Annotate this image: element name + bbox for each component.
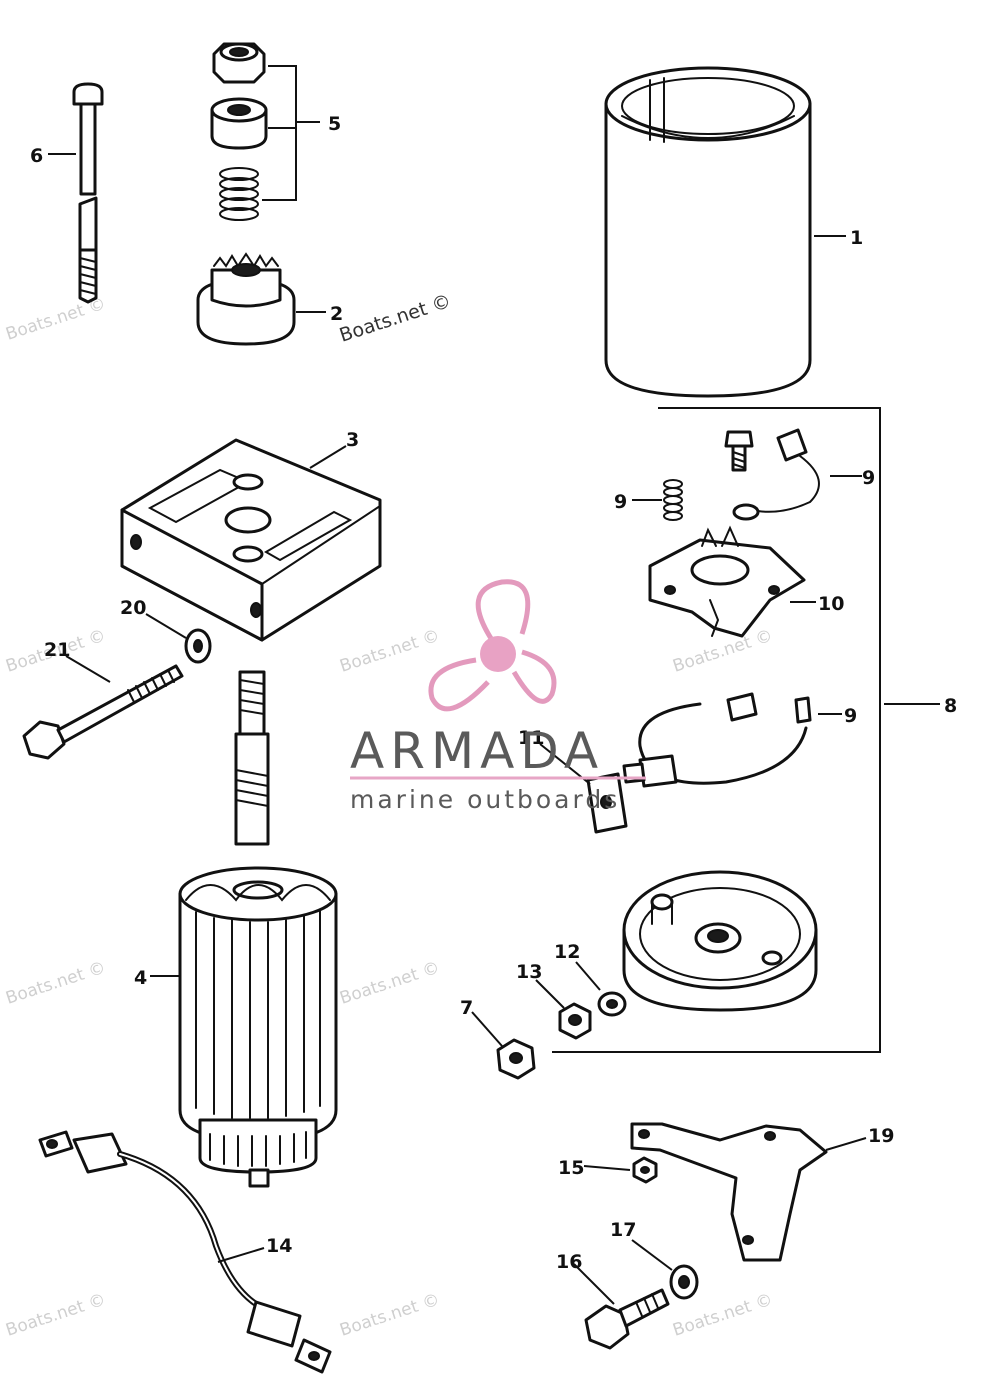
propeller-icon	[428, 579, 557, 712]
part-5-pinion-hardware	[210, 42, 268, 221]
part-7-nut	[496, 1038, 536, 1080]
callout-12: 12	[554, 941, 580, 963]
callout-2: 2	[330, 303, 343, 325]
part-19-bracket	[630, 1122, 828, 1262]
part-11-insulator	[586, 772, 628, 834]
part-15-nut	[632, 1156, 658, 1184]
callout-8: 8	[944, 695, 957, 717]
callout-4: 4	[134, 967, 147, 989]
brand-title: ARMADA	[350, 722, 604, 780]
callout-3: 3	[346, 429, 359, 451]
callout-15: 15	[558, 1157, 584, 1179]
part-3-drive-end-cap	[120, 438, 382, 642]
part-8-end-cap-assembly	[552, 407, 881, 1053]
callout-5: 5	[328, 113, 341, 135]
part-4-armature	[178, 670, 338, 1188]
part-16-screw	[584, 1288, 670, 1350]
part-8-commutator-end-cap	[622, 870, 818, 1012]
armada-logo: ARMADA marine outboards	[350, 579, 646, 814]
watermark-text: Boats.net ©	[337, 1290, 442, 1341]
callout-9-field-lead: 9	[844, 705, 857, 727]
watermark-text: Boats.net ©	[3, 1290, 108, 1341]
part-9-field-lead-ring	[622, 692, 812, 788]
callout-11: 11	[518, 727, 544, 749]
leader-lines	[48, 65, 940, 1305]
part-20-washer	[184, 628, 212, 664]
callout-6: 6	[30, 145, 43, 167]
part-10-brush-holder	[648, 525, 806, 638]
part-13-nut	[558, 1002, 592, 1040]
part-1-starter-frame	[604, 66, 812, 398]
part-9-brush-hardware	[663, 428, 820, 521]
callout-9-brush-lead: 9	[862, 467, 875, 489]
part-12-washer	[597, 991, 627, 1017]
callout-19: 19	[868, 1125, 894, 1147]
callout-16: 16	[556, 1251, 582, 1273]
callout-10: 10	[818, 593, 844, 615]
part-6-through-bolt	[72, 82, 104, 304]
callout-7: 7	[460, 997, 473, 1019]
callout-labels: 1 2 3 4 5 6 7 8 9 9 9 10 11 12 13 14 15 …	[30, 113, 957, 1273]
brand-subtitle: marine outboards	[350, 785, 620, 814]
part-2-pinion-drive	[196, 252, 296, 346]
watermark-text: Boats.net ©	[337, 626, 442, 677]
watermark-text: Boats.net ©	[337, 290, 454, 347]
callout-9-spring: 9	[614, 491, 627, 513]
watermark-text: Boats.net ©	[670, 626, 775, 677]
callout-21: 21	[44, 639, 70, 661]
watermark-text: Boats.net ©	[3, 958, 108, 1009]
callout-17: 17	[610, 1219, 636, 1241]
callout-20: 20	[120, 597, 146, 619]
callout-1: 1	[850, 227, 863, 249]
watermark-text: Boats.net ©	[337, 958, 442, 1009]
callout-14: 14	[266, 1235, 292, 1257]
callout-13: 13	[516, 961, 542, 983]
part-17-washer	[669, 1264, 699, 1300]
watermark-layer: Boats.net © Boats.net © Boats.net © Boat…	[3, 290, 775, 1341]
part-21-bolt	[22, 664, 184, 760]
part-14-lead-cable	[38, 1130, 332, 1374]
